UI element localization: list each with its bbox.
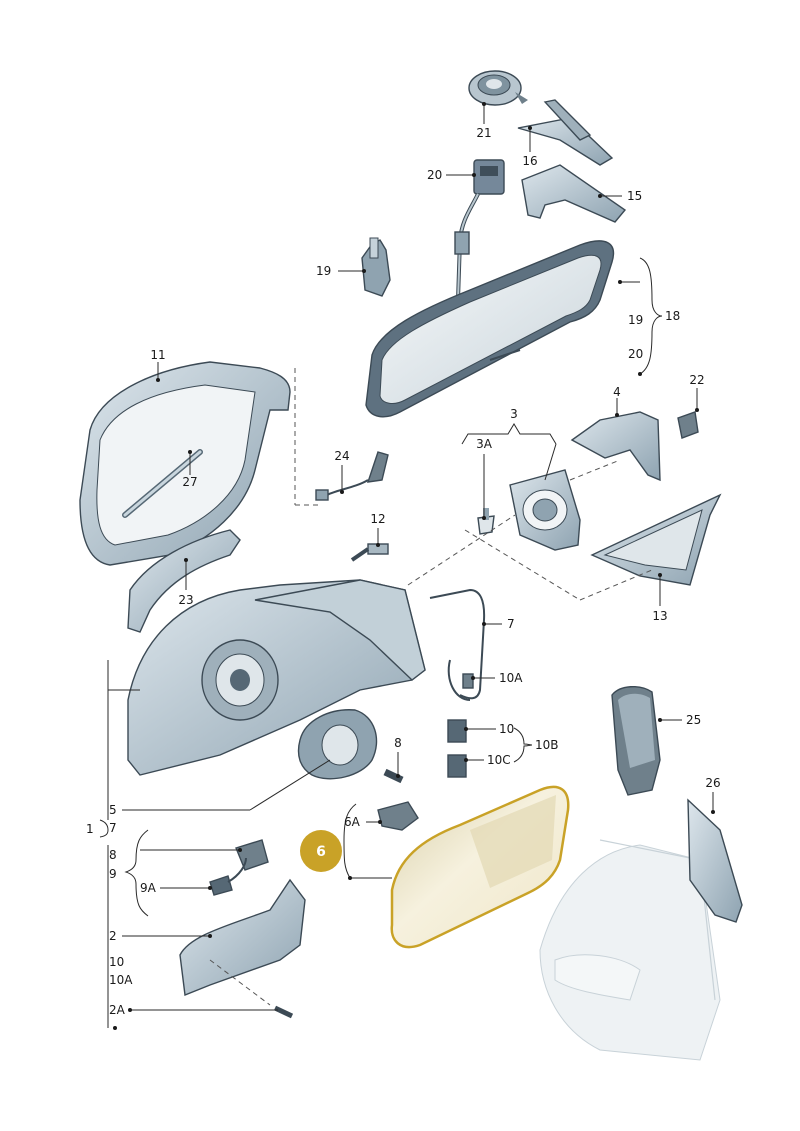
label-3: 3 xyxy=(510,407,518,421)
label-10a-top: 10A xyxy=(499,671,523,685)
highlight-label: 6 xyxy=(316,844,326,860)
label-19-plug: 19 xyxy=(316,264,331,278)
label-2: 2 xyxy=(109,929,117,943)
label-6a: 6A xyxy=(344,815,361,829)
label-1: 1 xyxy=(86,822,94,836)
label-5: 5 xyxy=(109,803,117,817)
label-9a: 9A xyxy=(140,881,157,895)
label-10b: 10B xyxy=(535,738,559,752)
label-24: 24 xyxy=(334,449,349,463)
label-10c: 10C xyxy=(487,753,511,767)
part-23-arm xyxy=(127,529,241,633)
label-9: 9 xyxy=(109,867,117,881)
part-11-housing xyxy=(79,361,291,566)
connectors-10 xyxy=(447,719,467,778)
explosion-lines xyxy=(209,368,653,1006)
label-10a-list: 10A xyxy=(109,973,133,987)
part-22-clip xyxy=(677,411,699,439)
label-20: 20 xyxy=(427,168,442,182)
label-23: 23 xyxy=(178,593,193,607)
part-2a-screw xyxy=(273,1005,294,1019)
label-12: 12 xyxy=(370,512,385,526)
label-10-list: 10 xyxy=(109,955,124,969)
label-13: 13 xyxy=(652,609,667,623)
main-mirror-assembly xyxy=(127,579,426,784)
leader-lines xyxy=(99,102,715,1030)
part-13-cover xyxy=(590,493,722,586)
label-20-list: 20 xyxy=(628,347,643,361)
label-27: 27 xyxy=(182,475,197,489)
part-6a-connector xyxy=(377,801,419,831)
part-26-cover xyxy=(687,798,743,923)
label-19-list: 19 xyxy=(628,313,643,327)
label-2a: 2A xyxy=(109,1003,126,1017)
highlight-badge-circle xyxy=(300,830,342,872)
label-8: 8 xyxy=(394,736,402,750)
label-16: 16 xyxy=(522,154,537,168)
label-3a: 3A xyxy=(476,437,493,451)
label-8-list: 8 xyxy=(109,848,117,862)
part-18-rearview-mirror xyxy=(365,240,615,418)
label-4: 4 xyxy=(613,385,621,399)
part-25-panel xyxy=(611,686,661,796)
part-3a-pin xyxy=(477,508,495,535)
part-2-lower-cover xyxy=(179,878,306,996)
part-3-frame xyxy=(509,469,581,551)
part-19-plug xyxy=(361,237,391,297)
label-10: 10 xyxy=(499,722,514,736)
part-15-cover xyxy=(521,164,627,223)
part-16-cover xyxy=(517,99,614,166)
label-26: 26 xyxy=(705,776,720,790)
label-25: 25 xyxy=(686,713,701,727)
label-22: 22 xyxy=(689,373,704,387)
label-15: 15 xyxy=(627,189,642,203)
label-7-list: 7 xyxy=(109,821,117,835)
part-7-cable xyxy=(429,588,486,701)
label-7: 7 xyxy=(507,617,515,631)
part-24-cable xyxy=(315,451,389,501)
label-11: 11 xyxy=(150,348,165,362)
label-21: 21 xyxy=(476,126,491,140)
label-18: 18 xyxy=(665,309,680,323)
door-outline xyxy=(539,839,721,1061)
part-20-connector xyxy=(454,159,505,301)
part-4-bracket xyxy=(570,411,661,482)
part-21-sensor xyxy=(468,70,528,106)
part-12-screw xyxy=(350,543,389,562)
highlight-badge-6[interactable]: 6 xyxy=(300,830,342,872)
part-6-mirror-glass xyxy=(390,785,570,949)
callout-labels: 21 16 20 15 19 19 18 20 11 27 4 22 3 3A … xyxy=(86,126,721,1017)
part-8-9-connectors xyxy=(209,839,269,896)
